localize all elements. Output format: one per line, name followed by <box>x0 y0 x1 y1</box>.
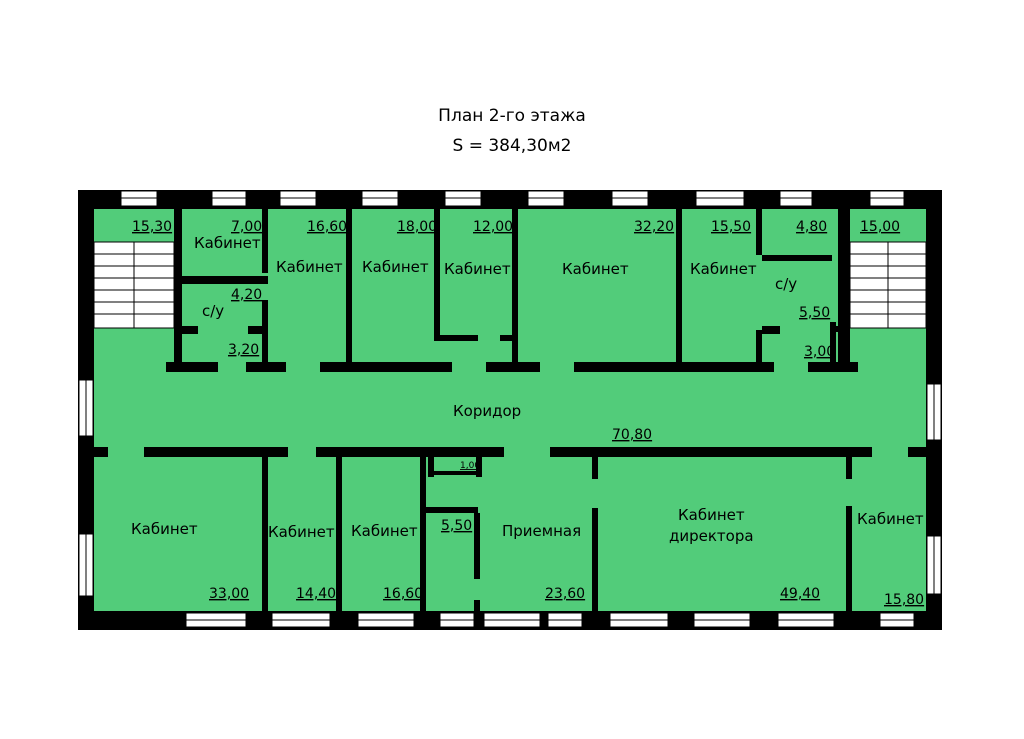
office-top-6-name: Кабинет <box>690 260 757 278</box>
director-office-name-1: Кабинет <box>678 506 745 524</box>
stairs-right <box>849 241 927 329</box>
reception-area: 23,60 <box>545 586 585 602</box>
office-top-small-area: 7,00 <box>231 219 262 235</box>
office-bottom-right-area: 15,80 <box>884 592 924 608</box>
office-bottom-2-name: Кабинет <box>268 523 335 541</box>
office-top-5-area: 32,20 <box>634 219 674 235</box>
reception-name: Приемная <box>502 522 581 540</box>
office-top-4-name: Кабинет <box>444 260 511 278</box>
corridor-area: 70,80 <box>612 427 652 443</box>
office-top-4-area: 12,00 <box>473 219 513 235</box>
director-office-name-2: директора <box>669 527 754 545</box>
room-top-right-small-area: 4,80 <box>796 219 827 235</box>
plan-total-area: S = 384,30м2 <box>452 136 572 156</box>
office-bottom-1-area: 33,00 <box>209 586 249 602</box>
office-bottom-2-area: 14,40 <box>296 586 336 602</box>
office-bottom-3-area: 16,60 <box>383 586 423 602</box>
office-top-2-name: Кабинет <box>276 258 343 276</box>
stair-left-area: 15,30 <box>132 219 172 235</box>
bottom-windows <box>185 612 915 628</box>
office-top-3-area: 18,00 <box>397 219 437 235</box>
stairs-left <box>93 241 175 329</box>
interior-walls <box>94 209 926 611</box>
office-top-small-name: Кабинет <box>194 234 261 252</box>
office-top-5-name: Кабинет <box>562 260 629 278</box>
office-bottom-3-name: Кабинет <box>351 522 418 540</box>
office-bottom-right-name: Кабинет <box>857 510 924 528</box>
office-top-2-area: 16,60 <box>307 219 347 235</box>
closet-bottom-area: 5,50 <box>441 518 472 534</box>
stair-right-area: 15,00 <box>860 219 900 235</box>
wc-top-right-name: с/у <box>775 275 797 293</box>
corridor-name: Коридор <box>453 402 521 420</box>
director-office-area: 49,40 <box>780 586 820 602</box>
plan-title: План 2-го этажа <box>438 106 586 126</box>
wc-top-right-lower-area: 3,00 <box>804 344 835 360</box>
wc-top-left-name: с/у <box>202 302 224 320</box>
office-top-3-name: Кабинет <box>362 258 429 276</box>
wc-top-right-area: 5,50 <box>799 305 830 321</box>
wc-top-left-lower-area: 3,20 <box>228 342 259 358</box>
office-bottom-1-name: Кабинет <box>131 520 198 538</box>
side-windows <box>78 379 942 597</box>
niche-area: 1,00 <box>460 461 480 471</box>
wc-top-left-area: 4,20 <box>231 287 262 303</box>
top-windows <box>120 190 905 207</box>
office-top-6-area: 15,50 <box>711 219 751 235</box>
